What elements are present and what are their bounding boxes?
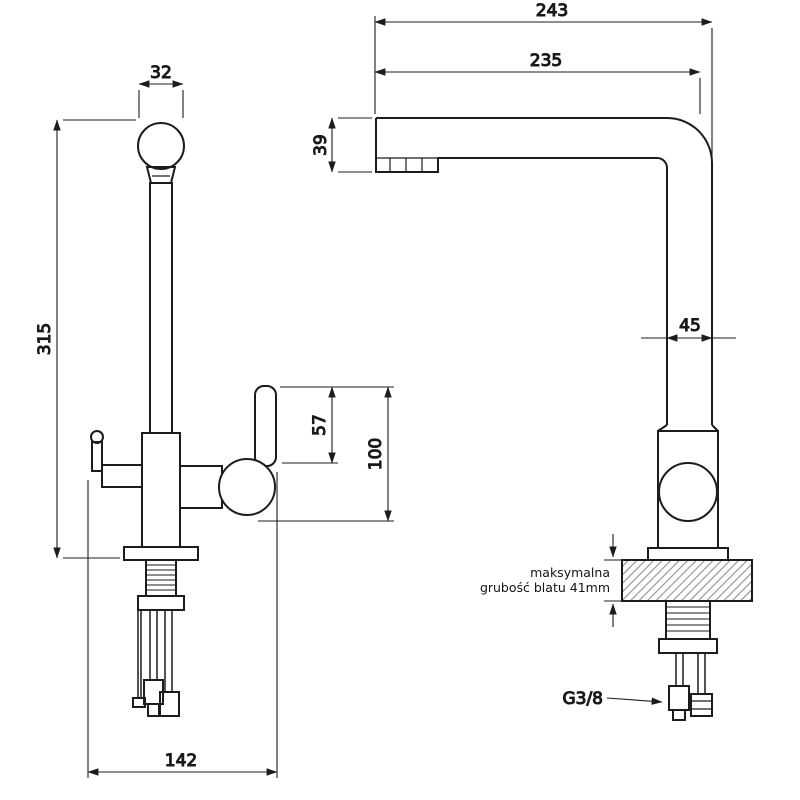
thread-hatch-front (146, 564, 176, 591)
dim-footprint-width: 142 (87, 472, 278, 778)
side-view-dimensions: 243 235 39 45 G3/8 (310, 0, 736, 710)
thread-hatch-side (666, 606, 710, 632)
stud-nut-front (132, 697, 146, 708)
dim-total-height-label: 315 (35, 323, 55, 355)
filter-lever-hub (101, 464, 143, 488)
dim-head-width: 32 (138, 62, 184, 118)
dim-head-width-label: 32 (150, 63, 172, 83)
dim-body-height: 100 (258, 386, 394, 522)
mounting-nut-side (658, 638, 718, 654)
dim-total-height: 315 (34, 119, 136, 559)
spout-ball-front (137, 122, 185, 170)
dim-body-height-label: 100 (366, 438, 386, 470)
handle-joint-side (658, 462, 718, 522)
aerator-detail-side (376, 157, 438, 172)
dim-handle-height-label: 57 (310, 414, 330, 436)
filter-lever-stem (91, 441, 103, 472)
front-view-faucet (90, 122, 277, 717)
dim-handle-height: 57 (280, 386, 394, 464)
pipe-inner-side (462, 157, 668, 425)
counter-thickness-note-line1: maksymalna (530, 565, 610, 580)
dim-column-width: 45 (641, 315, 736, 342)
dim-total-depth: 243 (374, 0, 713, 156)
spout-and-pipe-outer (376, 117, 713, 425)
front-view-dimensions: 32 315 57 100 142 (34, 62, 394, 778)
mounting-nut-front (137, 595, 185, 611)
thread-size-label: G3/8 (562, 689, 603, 709)
dim-spout-reach-label: 235 (530, 51, 562, 71)
counter-thickness-note-line2: grubość blatu 41mm (480, 580, 610, 595)
dim-column-width-label: 45 (679, 316, 701, 336)
fitting-hex-lines (691, 700, 712, 710)
handle-joint-front (218, 458, 276, 516)
hose-fitting-side-2 (690, 693, 713, 717)
hose-nipple-side-1 (672, 709, 686, 721)
dim-spout-reach: 235 (374, 50, 701, 114)
hoses-side (675, 653, 706, 694)
spout-body-side (375, 118, 462, 173)
thread-size-callout: G3/8 (562, 688, 663, 710)
hoses-front (137, 610, 173, 698)
dim-footprint-width-label: 142 (165, 751, 197, 771)
dim-total-depth-label: 243 (536, 1, 568, 21)
hose-fitting-front-2 (159, 691, 180, 717)
countertop-slab (621, 559, 753, 602)
dim-spout-height-label: 39 (311, 134, 331, 156)
dim-spout-height: 39 (310, 117, 372, 173)
countertop: maksymalna grubość blatu 41mm (480, 534, 753, 627)
